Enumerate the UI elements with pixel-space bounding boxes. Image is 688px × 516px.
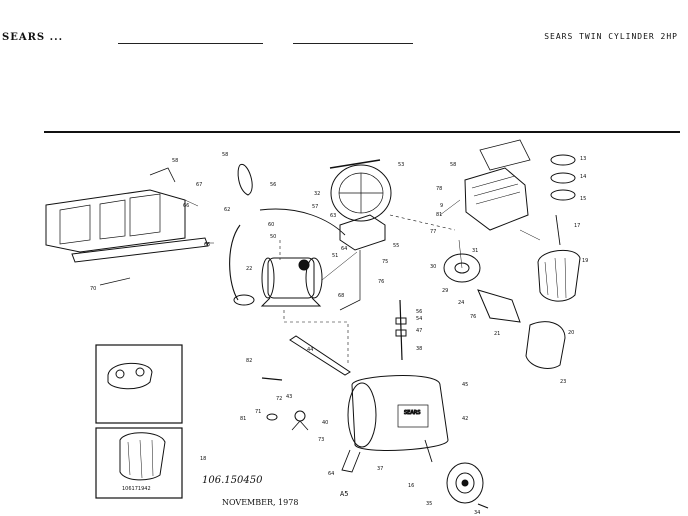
header-right-text: SEARS TWIN CYLINDER 2HP [544,32,678,41]
callout-label: 34 [474,510,480,516]
callout-label: 38 [416,346,422,352]
callout-label: 54 [416,316,422,322]
callout-label: 43 [286,394,292,400]
callout-label: 44 [307,347,313,353]
motor-drawing [260,257,323,307]
header-rule-left [118,43,263,44]
cylinder-head-drawing [464,139,531,231]
callout-label: 9 [440,203,443,209]
callout-label: 62 [224,207,230,213]
callout-label: 55 [393,243,399,249]
callout-label: 64 [341,246,347,252]
callout-label: 76 [470,314,476,320]
callout-label: 57 [312,204,318,210]
callout-label: 17 [574,223,580,229]
callout-label: 18 [200,456,206,462]
callout-label: 30 [430,264,436,270]
callout-label: 50 [270,234,276,240]
callout-label: 23 [560,379,566,385]
handwritten-model-note: 106.150450 [202,475,263,486]
callout-label: 22 [246,266,252,272]
callout-label: 73 [318,437,324,443]
callout-label: 81 [240,416,246,422]
callout-label: 81 [436,212,442,218]
callout-label: 15 [580,196,586,202]
publication-date: NOVEMBER, 1978 [222,498,299,507]
callout-label: 56 [416,309,422,315]
header-divider [44,131,680,133]
header-rule-mid [293,43,413,44]
belt-pulley-drawing [229,164,346,306]
callout-label: 42 [462,416,468,422]
header-left-text: SEARS ... [2,32,64,43]
callout-label: 20 [568,330,574,336]
page-number: A5 [340,490,349,498]
callout-label: 37 [377,466,383,472]
belt-guard-drawing [45,167,209,286]
callout-label: 13 [580,156,586,162]
callout-label: 60 [268,222,274,228]
air-tank-drawing: SEARS [341,375,449,473]
callout-label: 29 [442,288,448,294]
callout-label: 31 [472,248,478,254]
callout-label: 65 [204,242,210,248]
callout-label: 77 [430,229,436,235]
discharge-tube-drawing [289,299,407,376]
callout-label: 24 [458,300,464,306]
callout-label: 40 [322,420,328,426]
callout-label: 66 [183,203,189,209]
callout-label: 35 [426,501,432,507]
callout-label: 75 [382,259,388,265]
tank-brand-label: SEARS [404,410,420,416]
callout-label: 51 [332,253,338,259]
callout-label: 67 [196,182,202,188]
callout-label: 64 [328,471,334,477]
wheel-drawing [446,462,489,509]
callout-label: 76 [378,279,384,285]
callout-label: 63 [330,213,336,219]
callout-label: 45 [462,382,468,388]
callout-labels: 58 67 66 65 70 58 56 62 60 50 22 51 68 3… [90,152,588,516]
callout-label: 58 [222,152,228,158]
callout-label: 47 [416,328,422,334]
callout-label: 58 [450,162,456,168]
crankcase-drawing [443,253,521,323]
gauge-valve-drawing [261,377,309,431]
callout-label: 21 [494,331,500,337]
callout-label: 58 [172,158,178,164]
callout-label: 56 [270,182,276,188]
callout-label: 78 [436,186,442,192]
pressure-switch-drawing [339,214,386,311]
callout-label: 70 [90,286,96,292]
inset-part-number: 106171942 [122,486,151,492]
callout-label: 19 [582,258,588,264]
callout-label: 82 [246,358,252,364]
callout-label: 71 [255,409,261,415]
callout-label: 72 [276,396,282,402]
dashed-guide-lines [279,214,456,366]
leader-lines [184,199,541,281]
callout-label: 14 [580,174,586,180]
callout-label: 32 [314,191,320,197]
cylinder-drawing [525,154,581,369]
callout-label: 16 [408,483,414,489]
flywheel-drawing [329,159,392,222]
callout-label: 68 [338,293,344,299]
callout-label: 53 [398,162,404,168]
inset-boxes [95,344,183,499]
